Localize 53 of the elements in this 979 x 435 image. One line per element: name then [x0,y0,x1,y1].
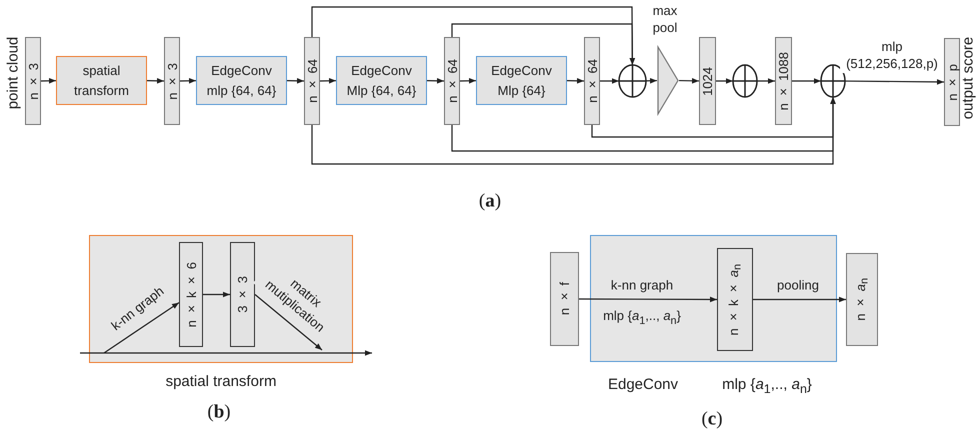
arrow [311,97,836,165]
tensor-box: n × 64 [584,37,600,125]
arrow [451,23,636,65]
arrow [845,79,944,85]
side-label: max pool [652,3,678,37]
arrow [286,78,304,84]
arrow [320,78,336,84]
triangle-symbol [657,46,679,115]
arrow [600,78,619,84]
arrow [426,78,444,84]
panel-label: (c) [701,408,723,432]
module-box: EdgeConv Mlp {64} [476,56,567,105]
tensor-box: 1024 [699,37,716,125]
tensor-box: n × f [550,252,579,346]
module-box: spatial transform [56,56,147,105]
tensor-box: 3 × 3 [230,242,255,347]
circled-plus-symbol [820,64,846,98]
side-label: output score [959,36,978,120]
edge-label: k-nn graph [608,278,676,294]
panel-title: spatial transform [164,372,278,392]
arrow [716,78,733,84]
arrow [753,296,846,302]
arrow [792,78,821,84]
panel-title: mlp {a$_{1}$,.., a$_{n}$} [721,375,813,398]
tensor-box: n × 64 [444,37,460,125]
tensor-box: n × k × 6 [179,242,203,347]
edge-label: pooling [775,278,821,294]
panel-label: (a) [478,190,502,214]
arrow [203,292,230,298]
arrow [146,78,164,84]
arrow [566,78,584,84]
module-box: EdgeConv Mlp {64, 64} [336,56,427,105]
tensor-box: n × 3 [25,37,41,125]
arrow [579,296,717,302]
tensor-box: n × p [944,38,960,126]
arrow [460,78,476,84]
arrow [104,302,180,354]
module-box: EdgeConv mlp {64, 64} [196,56,287,105]
arrow [40,78,56,84]
tensor-box: n × 64 [304,37,320,125]
arrow [180,78,196,84]
arrow [254,294,322,350]
circled-plus-symbol [618,64,647,98]
panel-title: EdgeConv [606,375,680,394]
arrow [678,78,700,84]
arrow [311,6,636,65]
arrow [646,78,658,84]
side-label: point cloud [3,36,22,110]
tensor-box: n × 3 [164,37,180,125]
circled-plus-symbol [732,64,758,98]
panel-label: (b) [207,400,231,425]
tensor-box: n × 1088 [775,37,792,125]
arrow [757,78,775,84]
